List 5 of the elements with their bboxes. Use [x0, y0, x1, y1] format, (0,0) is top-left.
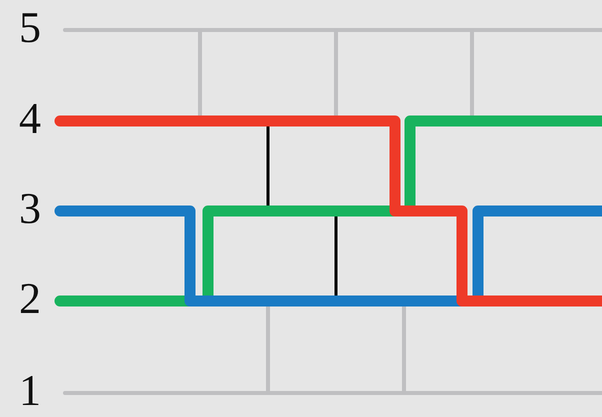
- axis-tick-label: 3: [18, 187, 42, 231]
- axis-tick-label: 5: [18, 6, 42, 50]
- axis-tick-label: 1: [18, 369, 42, 413]
- axis-tick-label: 4: [18, 97, 42, 141]
- axis-tick-label: 2: [18, 277, 42, 321]
